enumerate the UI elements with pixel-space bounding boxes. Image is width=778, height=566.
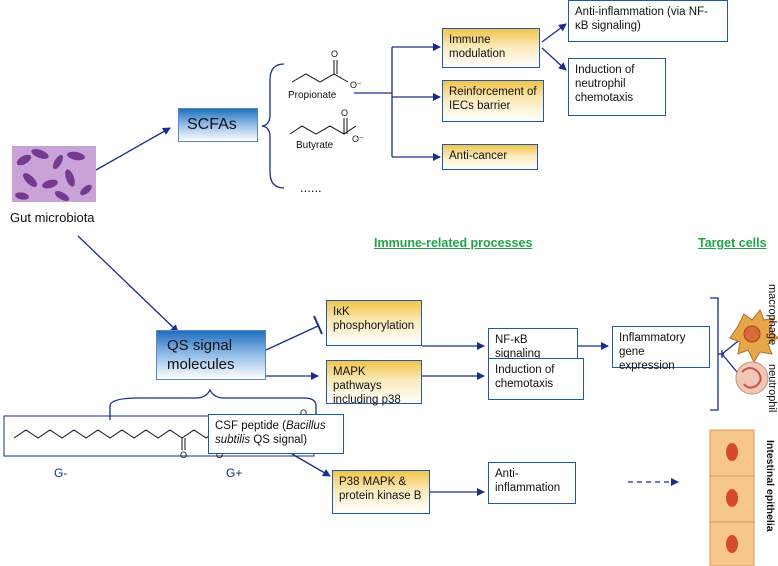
ahl-lactone-oxygen: O — [300, 408, 308, 418]
neutrophil-label: neutrophil — [766, 364, 778, 413]
ikk-box: IκK phosphorylation — [326, 300, 422, 346]
target-cells-heading: Target cells — [698, 236, 767, 250]
gut-microbiota-label: Gut microbiota — [10, 210, 95, 225]
chemotaxis-box: Induction of chemotaxis — [488, 358, 584, 400]
qs-signal-box: QS signal molecules — [156, 330, 266, 380]
ahl-oxygen-2: O — [216, 450, 224, 460]
arrow-microbiota-qs — [77, 235, 179, 333]
epithelia-label: Intestinal epithelia — [764, 440, 776, 532]
propionate-structure — [291, 60, 349, 83]
scfa-more: ...... — [300, 180, 322, 195]
arrow-to-neutrophil-chemo — [541, 47, 567, 71]
inhibition-bar — [313, 315, 323, 335]
qs-brace — [109, 388, 317, 420]
arrow-microbiota-scfa — [95, 127, 171, 171]
butyrate-oxygen: O — [341, 108, 349, 118]
propionate-label: Propionate — [288, 90, 337, 101]
butyrate-oxide: O⁻ — [352, 134, 364, 144]
butyrate-structure — [289, 118, 357, 135]
p38-box: P38 MAPK & protein kinase B — [332, 470, 430, 514]
gram-positive-label: G+ — [226, 466, 243, 480]
propionate-oxygen: O — [331, 49, 339, 59]
csf-species: Bacillus subtilis — [215, 420, 326, 446]
barrier-box: Reinforcement of IECs barrier — [442, 80, 544, 122]
csf-suffix: QS signal) — [250, 434, 308, 446]
inflammatory-box: Inflammatory gene expression — [612, 326, 710, 372]
anti-inflammation-nfkb-box: Anti-inflammation (via NF-κB signaling) — [568, 0, 728, 42]
neutrophil-cell — [735, 361, 769, 395]
anti-inflammation-box: Anti-inflammation — [488, 462, 576, 504]
arrow-csf-p38 — [291, 453, 331, 477]
immune-modulation-box: Immune modulation — [442, 28, 540, 68]
scfa-box: SCFAs — [178, 108, 258, 142]
anticancer-box: Anti-cancer — [442, 144, 538, 170]
arrow-to-antiinflam — [541, 23, 567, 43]
butyrate-label: Butyrate — [296, 140, 334, 151]
macrophage-label: macrophage — [766, 284, 778, 346]
macrophage-cell — [729, 309, 778, 364]
propionate-oxide: O⁻ — [350, 80, 362, 90]
immune-processes-heading: Immune-related processes — [374, 236, 533, 250]
epithelia-cells — [709, 429, 755, 566]
ahl-oxygen-1: O — [180, 450, 188, 460]
csf-peptide-box: CSF peptide (Bacillus subtilis QS signal… — [208, 414, 344, 454]
csf-prefix: CSF peptide ( — [215, 420, 286, 432]
gram-negative-label: G- — [54, 466, 68, 480]
target-bracket — [710, 297, 719, 411]
bacteria-micrograph-icon — [12, 146, 96, 202]
neutrophil-chemotaxis-box: Induction of neutrophil chemotaxis — [568, 58, 666, 116]
scfa-brace — [261, 63, 285, 189]
mapk-box: MAPK pathways including p38 — [326, 360, 422, 406]
